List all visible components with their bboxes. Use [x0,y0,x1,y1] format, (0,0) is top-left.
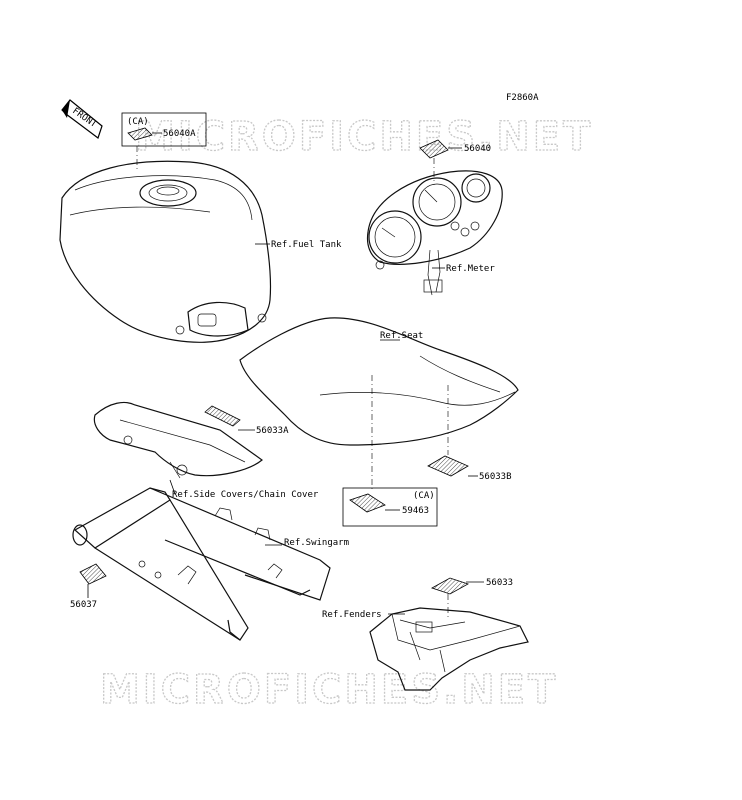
part-56033A: 56033A [256,426,289,436]
seat [239,317,519,446]
ca-box-top: (CA) 56040A [121,112,207,170]
chain-cover [93,401,263,479]
meter-assembly [366,170,503,296]
part-56033B: 56033B [479,472,512,482]
watermark-top: MICROFICHES.NET [135,114,593,160]
watermark-bottom: MICROFICHES.NET [100,667,558,713]
part-56040: 56040 [464,144,491,154]
label-sticker-56040A [127,127,153,141]
part-59463: 59463 [402,506,429,516]
label-sticker-56033B [427,455,469,477]
diagram-code: F2860A [506,93,539,103]
ref-meter: Ref.Meter [446,264,495,274]
label-sticker-59463 [349,493,386,513]
ref-swingarm: Ref.Swingarm [284,538,349,548]
ref-seat: Ref.Seat [380,331,423,341]
ca-top-label: (CA) [127,117,149,127]
label-sticker-56033 [431,577,469,595]
ref-side-covers: Ref.Side Covers/Chain Cover [172,490,319,500]
front-arrow-icon: FRONT [61,99,103,139]
label-sticker-56033A [204,405,241,427]
ref-fenders: Ref.Fenders [322,610,382,620]
ref-fuel-tank: Ref.Fuel Tank [271,240,342,250]
fuel-tank [59,160,272,343]
swingarm [72,487,331,641]
part-56040A: 56040A [163,129,196,139]
label-sticker-56037 [79,563,107,585]
ca-box-bottom: (CA) 59463 [342,487,438,527]
rear-fender [369,607,529,691]
part-56033: 56033 [486,578,513,588]
ca-bottom-label: (CA) [413,491,435,501]
part-56037: 56037 [70,600,97,610]
label-sticker-56040 [419,139,449,159]
